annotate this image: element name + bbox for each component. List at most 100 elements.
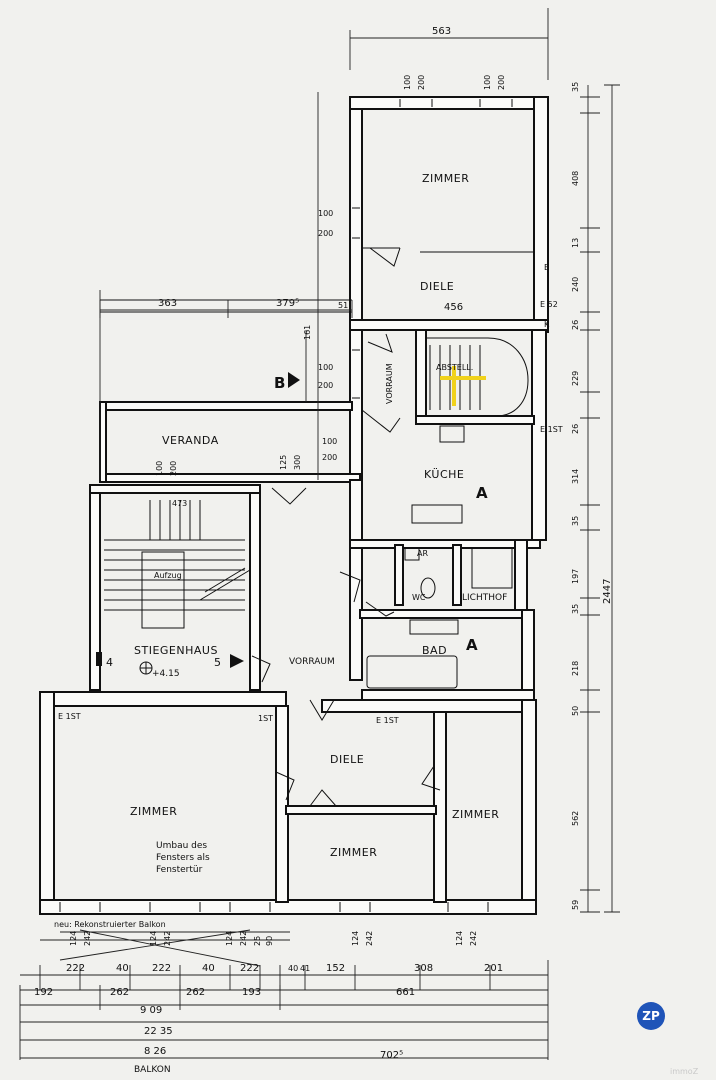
dim-r240: 240	[571, 277, 580, 292]
zp-logo: ZP	[637, 1002, 665, 1030]
dim-b242-2: 242	[163, 931, 172, 946]
dim-r26: 26	[571, 320, 580, 330]
dim-b25: 25	[253, 936, 262, 946]
dim-b201: 201	[484, 963, 503, 974]
dimension-lines	[19, 8, 620, 1060]
room-diele: DIELE	[330, 753, 364, 766]
note-k: K	[544, 320, 550, 329]
dim-125: 125	[279, 455, 288, 470]
dim-161: 161	[303, 325, 312, 340]
dim-r50: 50	[571, 706, 580, 716]
dim-3795: 379⁵	[276, 298, 299, 309]
dim-b242-1: 242	[83, 931, 92, 946]
dim-window-1b: 200	[417, 75, 426, 90]
dim-r35c: 35	[571, 604, 580, 614]
dim-b242-4: 242	[365, 931, 374, 946]
fixtures	[366, 425, 465, 689]
dim-r197: 197	[571, 569, 580, 584]
dim-b41: 41	[300, 964, 310, 973]
staircase	[104, 500, 251, 629]
room-zimmer-mid: ZIMMER	[330, 846, 377, 859]
dim-window-3b: 200	[318, 229, 333, 238]
dimension-texts: 563 100 200 100 200 100 200 100 200 100 …	[34, 26, 613, 1061]
dim-363: 363	[158, 298, 177, 309]
note-umbau-2: Fensters als	[156, 853, 210, 863]
door-swings	[251, 247, 441, 807]
dim-r35: 35	[571, 82, 580, 92]
dim-window-4a: 100	[318, 363, 333, 372]
section-mark-a-bottom: A	[466, 636, 478, 654]
dim-b124-3: 124	[225, 931, 234, 946]
note-balkon-neu: neu: Rekonstruierter Balkon	[54, 920, 166, 929]
room-diele-top: DIELE	[420, 280, 454, 293]
dim-b124-1: 124	[69, 931, 78, 946]
dim-r229: 229	[571, 371, 580, 386]
note-umbau-3: Fenstertür	[156, 865, 203, 875]
dim-top-width: 563	[432, 26, 451, 37]
room-vorraum-top: VORRAUM	[385, 363, 394, 404]
dim-b661: 661	[396, 987, 415, 998]
windows	[59, 99, 513, 912]
note-e: E	[544, 263, 549, 272]
note-e1st-right: E 1ST	[376, 716, 399, 725]
notes: Umbau des Fensters als Fenstertür neu: R…	[54, 263, 563, 929]
section-mark-a-top: A	[476, 484, 488, 502]
dim-b40-3: 40	[288, 964, 298, 973]
section-mark-5: 5	[214, 656, 222, 669]
dim-b222-1: 222	[66, 963, 85, 974]
dim-456: 456	[444, 302, 463, 313]
dim-b242-3: 242	[239, 931, 248, 946]
room-kueche: KÜCHE	[424, 468, 464, 481]
dim-window-3a: 100	[318, 209, 333, 218]
dim-window-1a: 100	[403, 75, 412, 90]
dim-window-5a: 100	[322, 437, 337, 446]
room-zimmer-right: ZIMMER	[452, 808, 499, 821]
dim-b40-1: 40	[116, 963, 129, 974]
dim-51: 51	[338, 301, 348, 310]
room-bad: BAD	[422, 644, 447, 657]
dim-r26b: 26	[571, 424, 580, 434]
dim-b193: 193	[242, 987, 261, 998]
room-zimmer-left: ZIMMER	[130, 805, 177, 818]
room-ar: AR	[417, 549, 428, 558]
room-vorraum: VORRAUM	[289, 657, 335, 667]
balkon-label: BALKON	[134, 1065, 171, 1075]
section-marks: B A A 4 5	[96, 372, 488, 675]
room-stiegenhaus: STIEGENHAUS	[134, 644, 218, 657]
room-aufzug: Aufzug	[154, 571, 182, 580]
note-1st-mid: 1ST	[258, 714, 273, 723]
room-veranda: VERANDA	[162, 434, 219, 447]
dim-b262-1: 262	[110, 987, 129, 998]
walls-bottom-wing	[39, 691, 537, 915]
room-wc: WC	[412, 593, 426, 602]
dim-r218: 218	[571, 661, 580, 676]
section-mark-4: 4	[106, 656, 114, 669]
dim-window-2a: 100	[483, 75, 492, 90]
note-umbau-1: Umbau des	[156, 841, 207, 851]
dim-b124-2: 124	[149, 931, 158, 946]
dim-b262-2: 262	[186, 987, 205, 998]
dim-window-6a: 100	[155, 461, 164, 476]
dim-r59: 59	[571, 900, 580, 910]
dim-b909: 9 09	[140, 1005, 162, 1016]
room-labels: ZIMMER DIELE VORRAUM ABSTELL. VERANDA KÜ…	[130, 172, 507, 1075]
dim-b124-4: 124	[351, 931, 360, 946]
dim-b7025: 702⁵	[380, 1050, 403, 1061]
dim-total-right: 2447	[602, 579, 613, 604]
note-e1st-kitchen: E 1ST	[540, 425, 563, 434]
room-lichthof: LICHTHOF	[462, 593, 507, 603]
dim-b192: 192	[34, 987, 53, 998]
dim-r562: 562	[571, 811, 580, 826]
dim-window-2b: 200	[497, 75, 506, 90]
dim-e52: E 52	[540, 300, 558, 309]
dim-b40-2: 40	[202, 963, 215, 974]
walls-veranda	[99, 299, 361, 483]
walls-top-wing	[349, 96, 549, 541]
dim-r35b: 35	[571, 516, 580, 526]
watermark-text: immoZ	[670, 1067, 699, 1076]
section-mark-b: B	[274, 374, 285, 392]
elevation-mark: +4.15	[152, 669, 180, 679]
dim-b222-2: 222	[152, 963, 171, 974]
abstell-stairs	[429, 345, 486, 410]
